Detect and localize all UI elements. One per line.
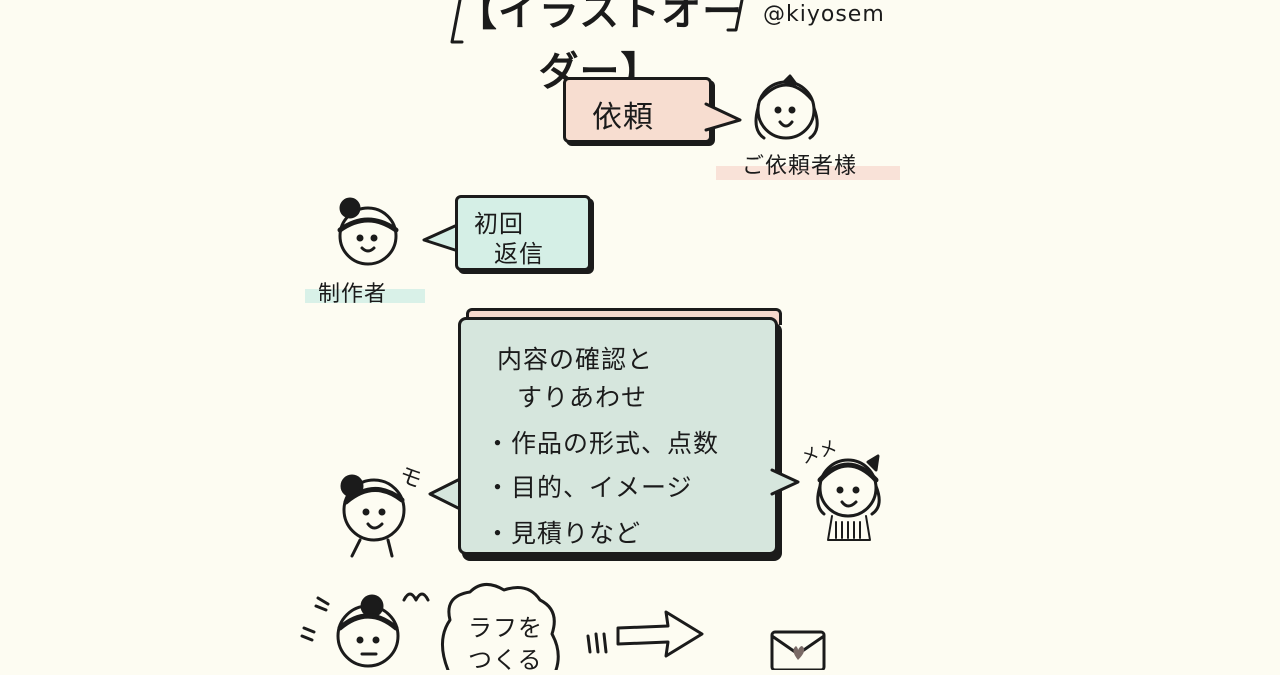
confirmation-item: ・見積りなど xyxy=(485,519,642,548)
confirmation-right-tail xyxy=(770,468,800,496)
reply-bubble: 初回 返信 xyxy=(455,195,591,271)
creator-avatar-middle xyxy=(340,474,406,558)
creator-avatar-bottom xyxy=(300,592,430,668)
creator-avatar-top xyxy=(337,197,399,266)
confirmation-left-tail xyxy=(428,478,460,510)
confirmation-bubble: 内容の確認と すりあわせ ・作品の形式、点数 ・目的、イメージ ・見積りなど xyxy=(458,317,778,555)
confirmation-heading-line2: すりあわせ xyxy=(517,383,648,412)
confirmation-heading-line1: 内容の確認と xyxy=(497,345,654,374)
client-avatar-middle xyxy=(816,454,881,541)
confirmation-item: ・目的、イメージ xyxy=(485,473,693,502)
request-bubble-tail xyxy=(704,102,742,132)
progress-arrow-icon xyxy=(586,610,704,658)
reply-bubble-line1: 初回 xyxy=(474,210,524,238)
confirmation-item: ・作品の形式、点数 xyxy=(485,429,720,458)
request-bubble-text: 依頼 xyxy=(592,100,654,135)
request-bubble: 依頼 xyxy=(563,77,712,143)
page-title: 【イラストオーダー】 xyxy=(456,0,744,95)
rough-bubble-line2: つくる xyxy=(468,646,543,674)
title-brackets xyxy=(450,0,744,44)
client-label-highlight xyxy=(716,166,900,180)
envelope-icon xyxy=(770,630,826,670)
author-handle: @kiyosem xyxy=(763,2,885,27)
rough-cloud-bubble xyxy=(441,583,560,670)
creator-label-highlight xyxy=(305,289,425,303)
creator-label: 制作者 xyxy=(318,282,388,307)
client-avatar-top xyxy=(754,74,819,140)
reply-bubble-tail xyxy=(422,224,457,252)
rough-bubble-line1: ラフを xyxy=(468,614,543,642)
reply-bubble-line2: 返信 xyxy=(494,240,544,268)
client-label: ご依頼者様 xyxy=(742,154,858,179)
